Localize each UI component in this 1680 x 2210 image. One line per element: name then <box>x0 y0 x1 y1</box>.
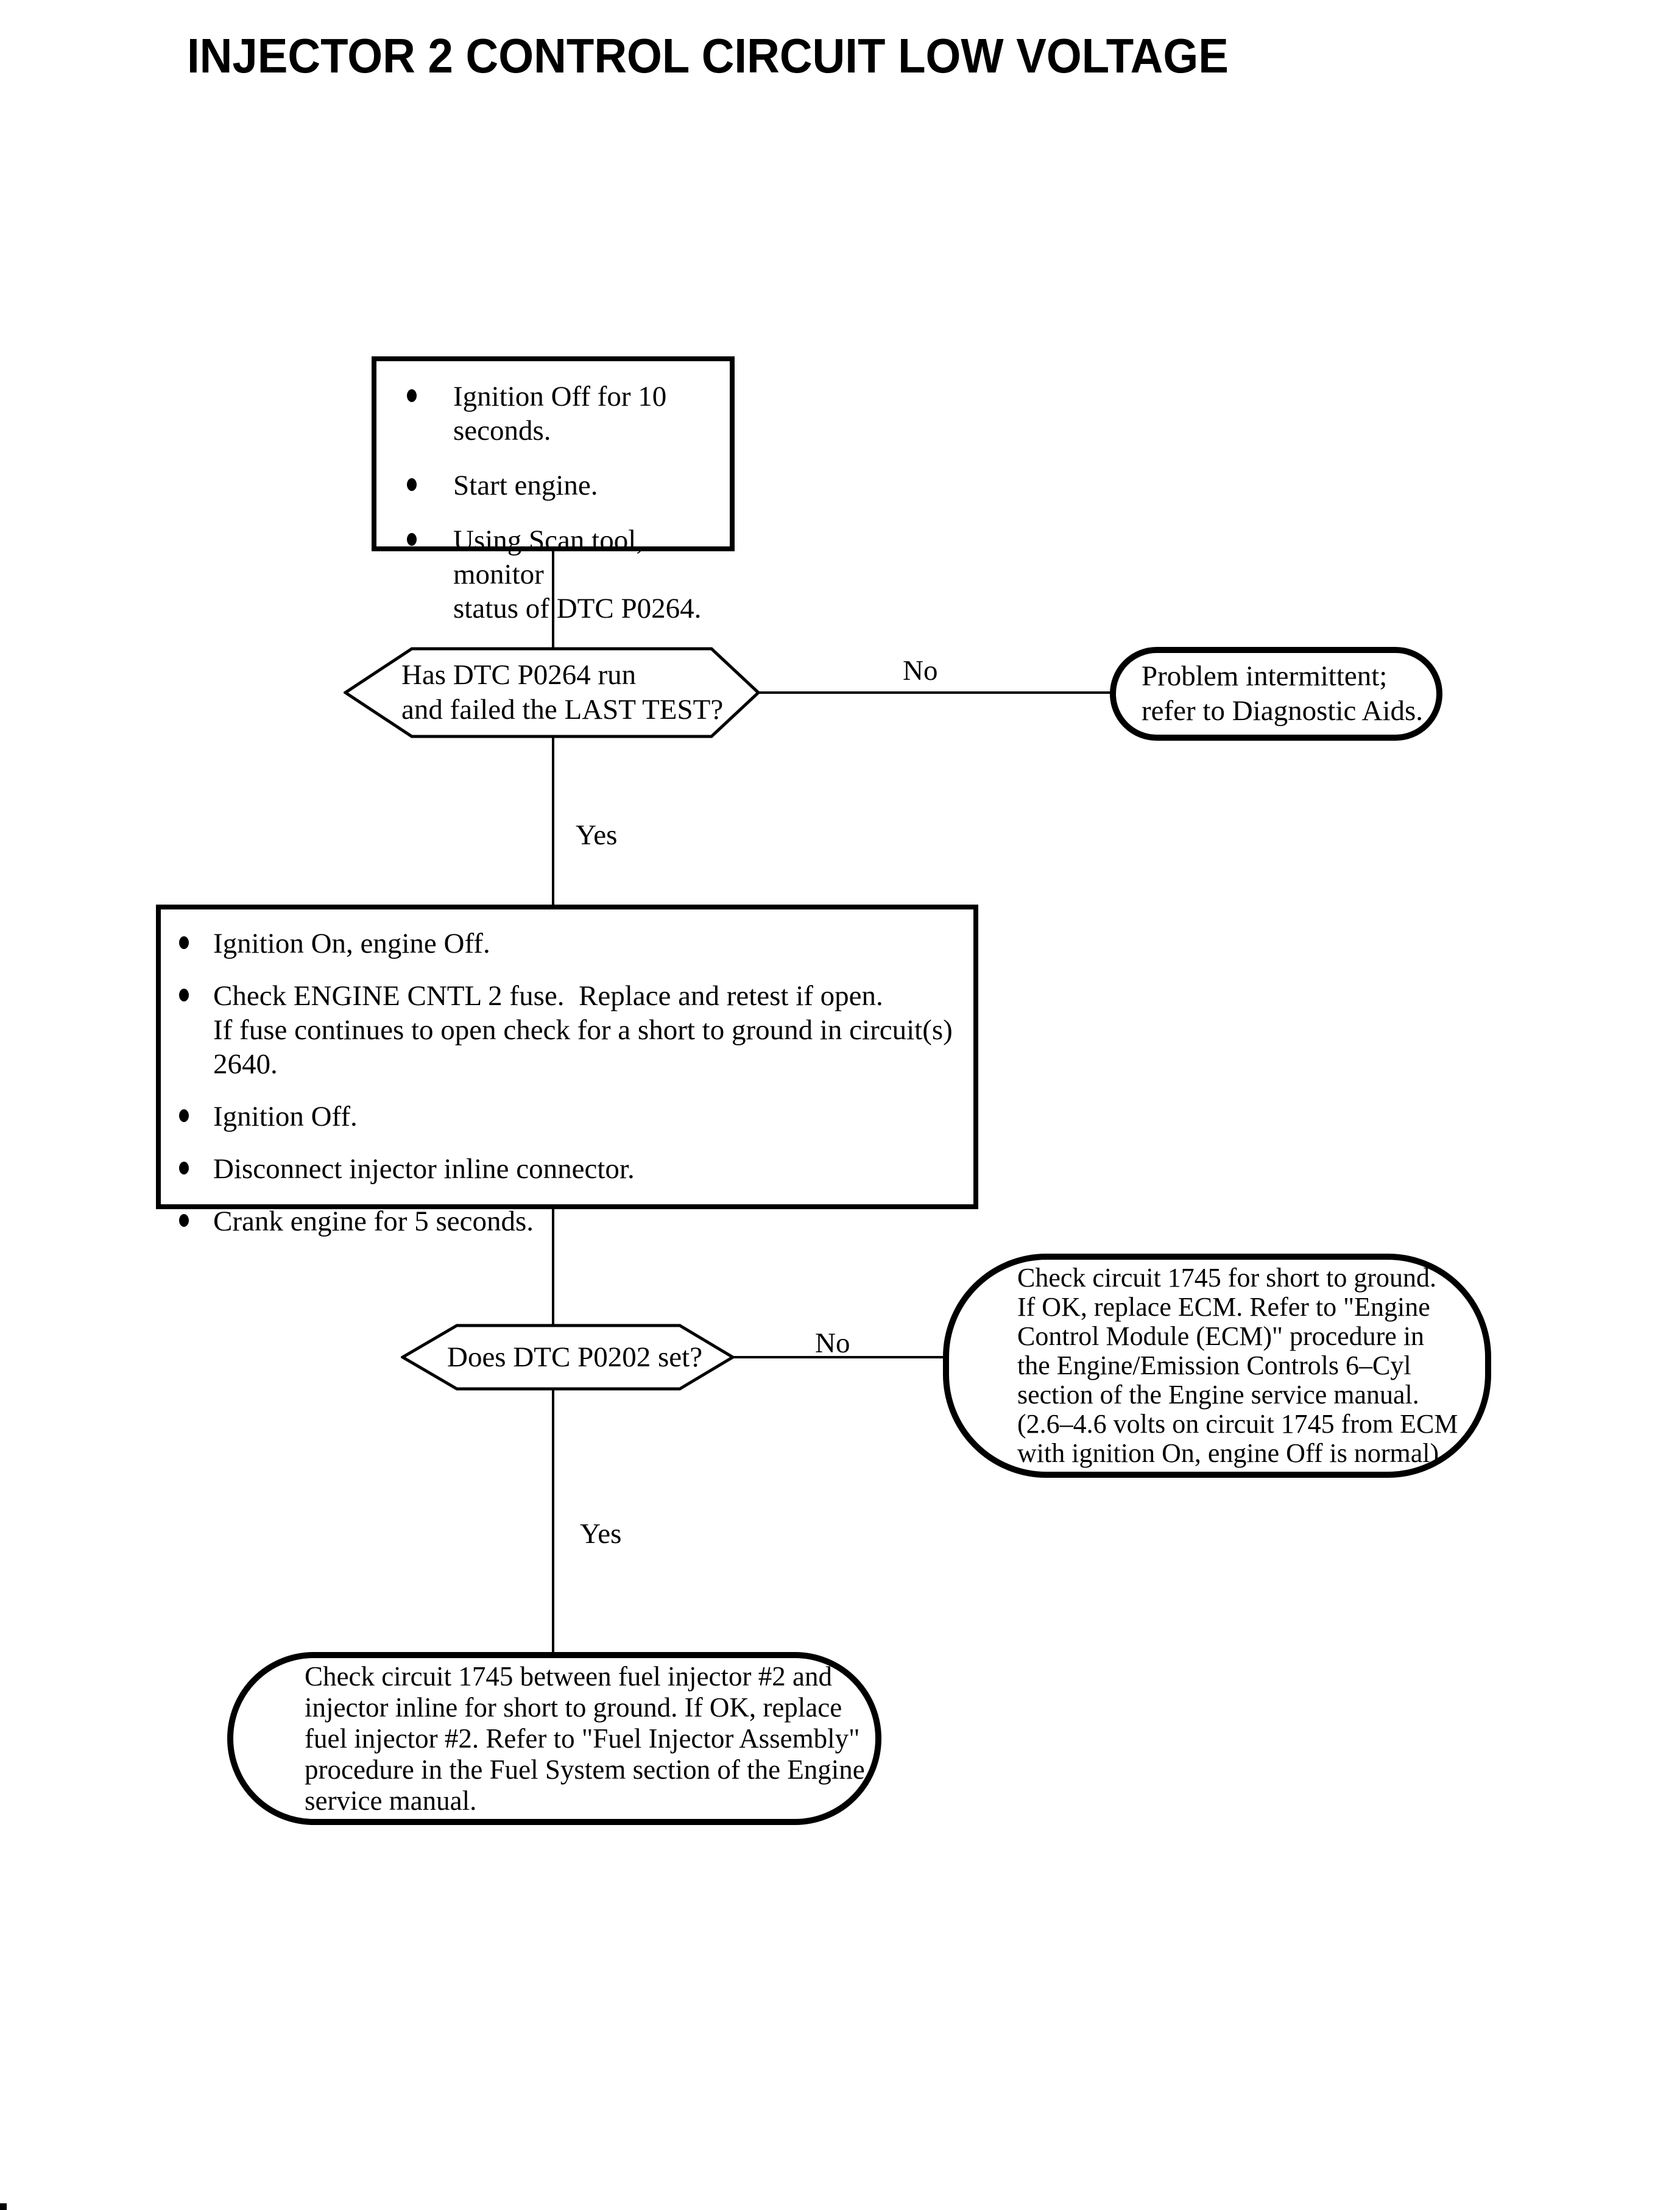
bullet-icon <box>407 389 417 402</box>
connector-line <box>552 1208 554 1325</box>
terminal-text: Check circuit 1745 between fuel injector… <box>305 1661 865 1816</box>
decision-node-dtc-p0202: Does DTC P0202 set? <box>401 1324 735 1391</box>
bullet-icon <box>179 1162 189 1174</box>
bullet-icon <box>179 936 189 949</box>
list-item: Using Scan tool, monitor status of DTC P… <box>407 523 718 626</box>
list-item-text: Ignition Off. <box>213 1101 358 1132</box>
decision-node-dtc-p0264: Has DTC P0264 run and failed the LAST TE… <box>344 647 760 738</box>
decision-question: Has DTC P0264 run and failed the LAST TE… <box>401 659 724 725</box>
bullet-icon <box>407 533 417 546</box>
terminal-text: Problem intermittent; refer to Diagnosti… <box>1142 660 1424 727</box>
connector-line <box>733 1356 953 1358</box>
edge-label-yes: Yes <box>576 819 618 851</box>
list-item: Ignition Off for 10 seconds. <box>407 380 718 448</box>
connector-line <box>759 691 1111 694</box>
list-item: Check ENGINE CNTL 2 fuse. Replace and re… <box>179 979 961 1081</box>
list-item-text: Using Scan tool, monitor status of DTC P… <box>453 524 702 624</box>
bullet-icon <box>407 478 417 491</box>
connector-line <box>552 1389 554 1652</box>
list-item-text: Disconnect injector inline connector. <box>213 1153 635 1185</box>
list-item: Crank engine for 5 seconds. <box>179 1204 961 1238</box>
terminal-replace-ecm: Check circuit 1745 for short to ground. … <box>943 1254 1491 1478</box>
page-title: INJECTOR 2 CONTROL CIRCUIT LOW VOLTAGE <box>187 29 1229 83</box>
list-item: Ignition On, engine Off. <box>179 927 961 961</box>
bullet-icon <box>179 1109 189 1122</box>
list-item: Ignition Off. <box>179 1100 961 1134</box>
hexagon-shape <box>401 1324 735 1391</box>
list-item-text: Ignition Off for 10 seconds. <box>453 381 674 447</box>
connector-line <box>552 550 554 648</box>
connector-line <box>552 737 554 905</box>
terminal-problem-intermittent: Problem intermittent; refer to Diagnosti… <box>1110 647 1442 741</box>
process-box-fuse-checks: Ignition On, engine Off. Check ENGINE CN… <box>156 905 978 1237</box>
bullet-icon <box>179 1214 189 1227</box>
list-item-text: Ignition On, engine Off. <box>213 928 490 959</box>
list-item-text: Start engine. <box>453 470 598 501</box>
list-item: Disconnect injector inline connector. <box>179 1152 961 1186</box>
terminal-text: Check circuit 1745 for short to ground. … <box>1017 1263 1458 1468</box>
list-item-text: Crank engine for 5 seconds. <box>213 1206 534 1237</box>
edge-label-yes: Yes <box>580 1518 622 1550</box>
decision-question: Does DTC P0202 set? <box>447 1341 703 1373</box>
bullet-icon <box>179 989 189 1001</box>
hexagon-shape <box>344 647 760 738</box>
terminal-replace-fuel-injector: Check circuit 1745 between fuel injector… <box>227 1652 881 1825</box>
scan-artifact <box>0 2203 7 2210</box>
list-item: Start engine. <box>407 468 718 503</box>
edge-label-no: No <box>903 655 938 687</box>
process-box-initial-checks: Ignition Off for 10 seconds. Start engin… <box>372 356 735 624</box>
list-item-text: Check ENGINE CNTL 2 fuse. Replace and re… <box>213 980 953 1080</box>
edge-label-no: No <box>815 1327 850 1359</box>
